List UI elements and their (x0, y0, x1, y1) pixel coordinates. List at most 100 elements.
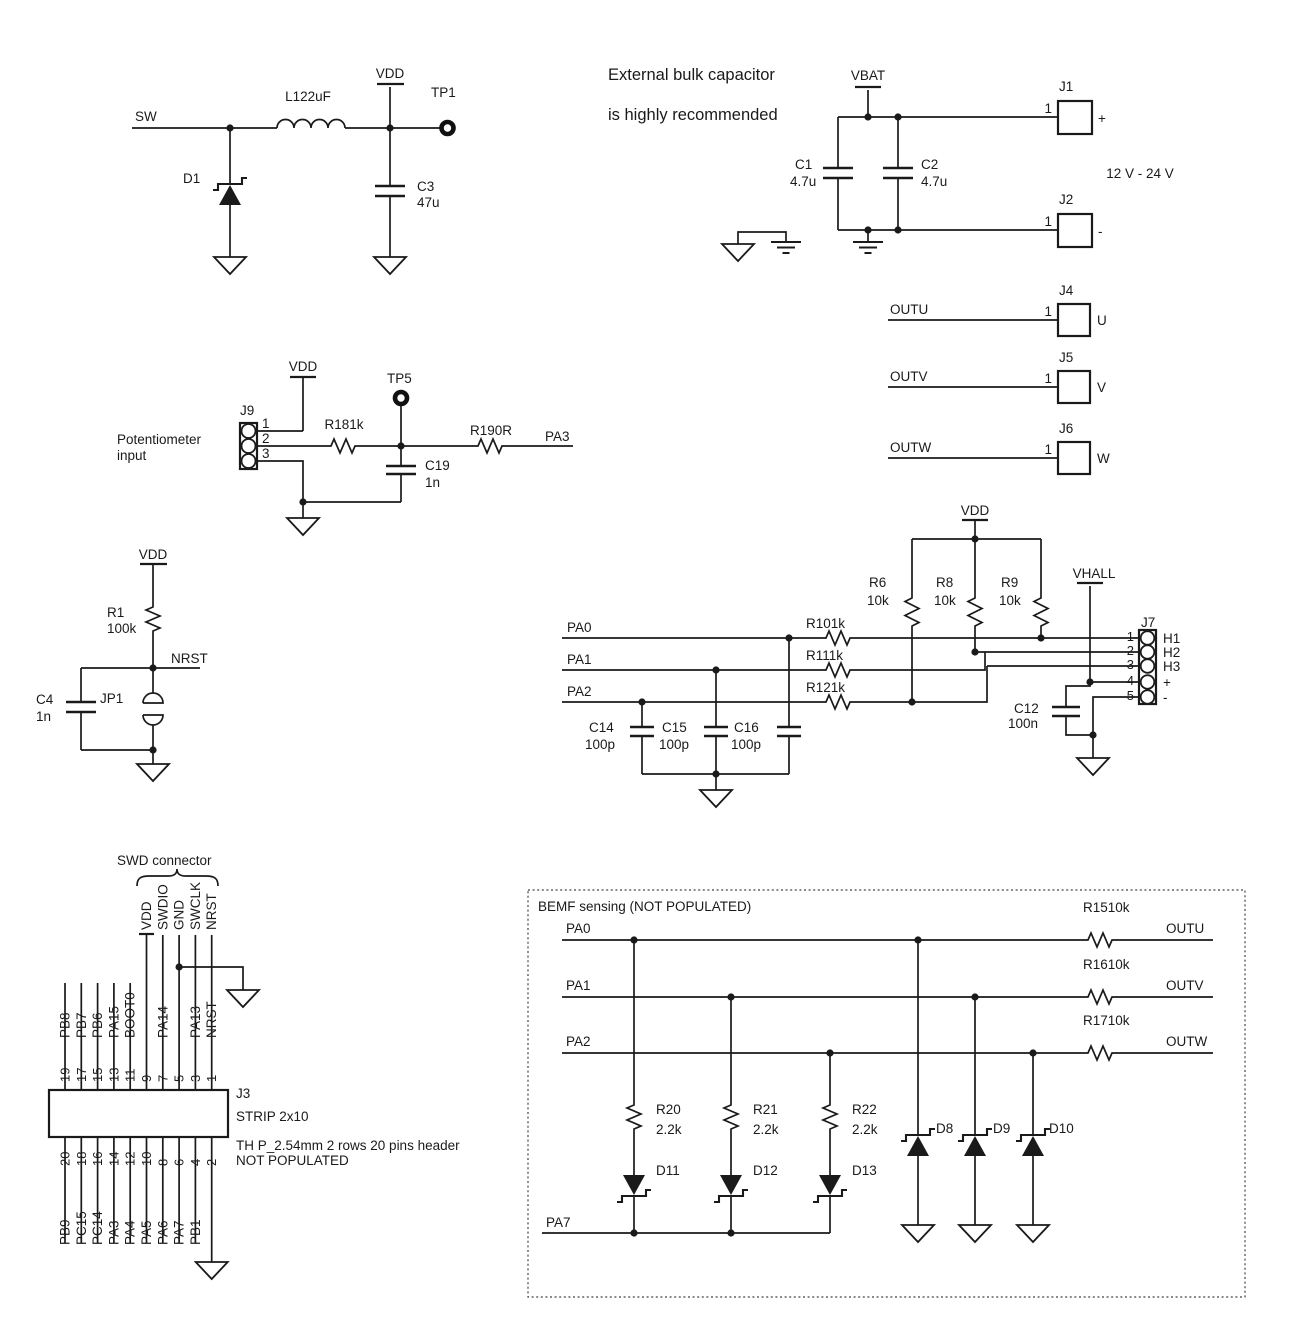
junction-dot (1089, 731, 1097, 739)
testpoint-label: TP1 (431, 85, 456, 100)
capacitor-symbol (777, 725, 801, 738)
pin-number: 2 (1127, 643, 1134, 658)
connector-ref: J3 (236, 1086, 250, 1101)
diode-label: D11 (656, 1163, 680, 1178)
junction-dot (712, 770, 720, 778)
resistor-label: R1710k (1083, 1013, 1130, 1028)
cap-ref: C12 (1014, 701, 1039, 716)
pin-number: 2 (262, 431, 270, 446)
pin-number: 1 (1044, 304, 1052, 319)
pin-number: 1 (1044, 371, 1052, 386)
resistor-symbol (966, 595, 984, 632)
section-title: SWD connector (117, 853, 212, 868)
net-label-outw: OUTW (890, 440, 931, 455)
diode-label: D10 (1049, 1121, 1074, 1136)
connector-ref: J4 (1059, 283, 1074, 298)
diode-cathode-bar (813, 1188, 847, 1204)
resistor-label: R111k (806, 648, 843, 663)
resistor-value: 100k (107, 621, 137, 636)
swd-name: SWCLK (188, 882, 203, 930)
rail-label-vbat: VBAT (851, 68, 885, 83)
rail-label-vdd: VDD (376, 66, 405, 81)
wires (737, 90, 1058, 244)
connector-pin-icon (240, 423, 257, 439)
connector-desc2: NOT POPULATED (236, 1153, 349, 1168)
phase-label-u: U (1097, 313, 1107, 328)
capacitor-symbol (883, 166, 913, 180)
junction-dot (630, 1229, 638, 1237)
connector-desc1: TH P_2.54mm 2 rows 20 pins header (236, 1138, 460, 1153)
connector-ref: J7 (1141, 615, 1155, 630)
pin-net-label: PB6 (90, 1012, 105, 1038)
junction-dot (630, 936, 638, 944)
capacitor-symbol (630, 725, 654, 738)
pin-net-label: PA4 (123, 1220, 138, 1245)
pin-net-label: PC14 (90, 1211, 105, 1245)
rail-label-vdd: VDD (961, 503, 990, 518)
pin-net-label: PA6 (155, 1220, 170, 1245)
junction-dot (149, 746, 157, 754)
phase-label-v: V (1097, 380, 1106, 395)
pin-label-minus: - (1163, 690, 1168, 705)
pin-number: 9 (139, 1075, 154, 1082)
cap-value: 47u (417, 195, 440, 210)
ground-icon (1014, 1224, 1052, 1244)
connector-j3 (47, 1088, 230, 1139)
capacitor-symbol (1052, 705, 1080, 718)
junction-dot (864, 113, 872, 121)
pin-label-h3: H3 (1163, 659, 1180, 674)
testpoint-icon (439, 119, 456, 137)
diode-cathode-bar (617, 1188, 651, 1204)
connector-ref: J2 (1059, 192, 1073, 207)
pin-number: 3 (1127, 657, 1134, 672)
pin-label-plus: + (1163, 675, 1171, 690)
resistor-value: 10k (934, 593, 956, 608)
cap-ref: C3 (417, 179, 434, 194)
brace-icon (136, 868, 219, 887)
connector-pin-icon (1139, 630, 1156, 646)
ground-icon (1074, 757, 1112, 777)
earth-ground-icon (853, 240, 883, 255)
net-label-sw: SW (135, 109, 157, 124)
connector-j5 (1056, 369, 1092, 405)
pin-number: 8 (155, 1159, 170, 1166)
capacitor-symbol (386, 464, 416, 476)
diode-cathode-bar (213, 176, 247, 192)
polarity-plus: + (1098, 111, 1106, 126)
testpoint-label: TP5 (387, 371, 412, 386)
wires (80, 564, 200, 764)
connector-ref: J1 (1059, 79, 1073, 94)
rail-label-vhall: VHALL (1073, 566, 1116, 581)
cap-value: 100p (659, 737, 689, 752)
junction-dot (1086, 678, 1094, 686)
connector-type: STRIP 2x10 (236, 1109, 309, 1124)
junction-dot (397, 442, 405, 450)
ground-icon (193, 1261, 230, 1281)
bemf-border (527, 889, 1246, 1298)
pin-number: 14 (106, 1152, 121, 1166)
pin-number: 6 (172, 1159, 187, 1166)
swd-name: GND (172, 900, 187, 930)
pin-number: 10 (139, 1152, 154, 1166)
pin-number: 20 (58, 1152, 73, 1166)
junction-dot (971, 993, 979, 1001)
ground-icon (211, 256, 249, 276)
pin-number: 19 (58, 1068, 73, 1082)
diode-symbol (964, 1136, 986, 1156)
resistor-label: R121k (806, 680, 845, 695)
wires (257, 377, 573, 518)
capacitor-symbol (823, 166, 853, 180)
net-label-nrst: NRST (171, 651, 208, 666)
section-title-line1: Potentiometer (117, 432, 202, 447)
connector-ref: J9 (240, 403, 254, 418)
resistor-symbol (823, 628, 855, 648)
diode-label: D8 (936, 1121, 953, 1136)
cap-value: 1n (425, 475, 440, 490)
pin-net-label: PA14 (155, 1005, 170, 1038)
pin-net-label: PB9 (58, 1219, 73, 1245)
junction-dot (638, 698, 646, 706)
resistor-symbol (1085, 1043, 1117, 1063)
junction-dot (785, 634, 793, 642)
cap-ref: C4 (36, 692, 54, 707)
junction-dot (727, 1229, 735, 1237)
